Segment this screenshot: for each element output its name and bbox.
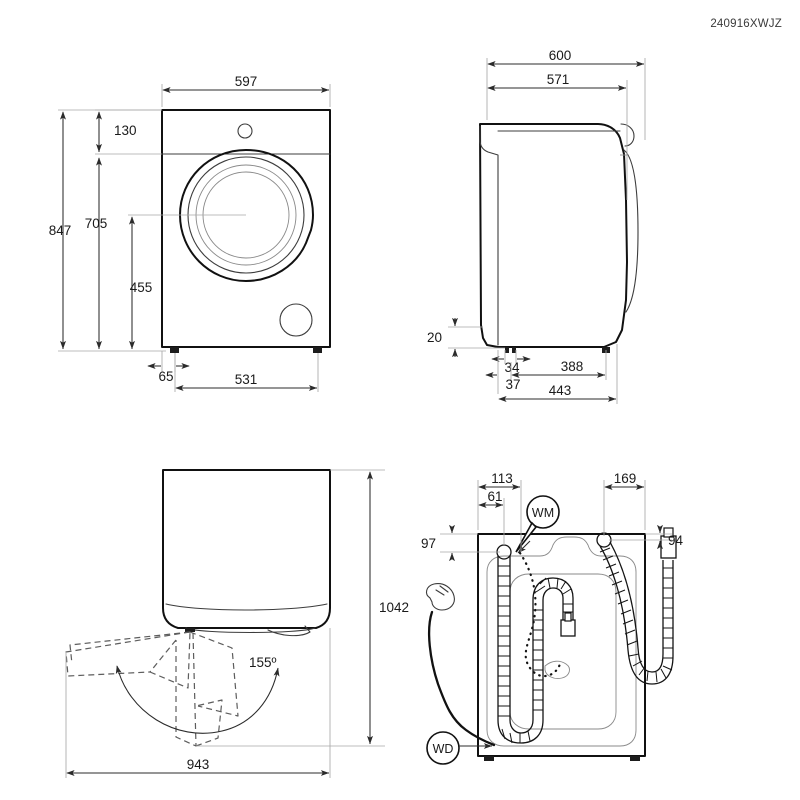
hose-routing-indicator [518, 551, 562, 678]
routing-end-marker [544, 660, 570, 679]
wm-callout-label: WM [532, 506, 554, 520]
dim-531-label: 531 [235, 372, 258, 387]
dim-34-label: 34 [504, 360, 520, 375]
door-open-outline-a [65, 631, 191, 677]
dim-97-label: 97 [421, 536, 436, 551]
dim-600-label: 600 [549, 48, 572, 63]
door-panel-lower [195, 699, 223, 747]
door-open-outline-c [149, 631, 191, 689]
wm-callout: WM [515, 495, 560, 554]
side-foot-front-a [505, 347, 509, 353]
dim-571-label: 571 [547, 72, 570, 87]
top-door-hinge [185, 628, 195, 632]
drain-hose [496, 544, 576, 744]
side-rear-panel-edge [479, 125, 499, 346]
door-open-outline-b [69, 631, 191, 665]
side-handle [620, 123, 635, 147]
wd-callout-label: WD [433, 742, 454, 756]
inlet-hose [596, 527, 677, 685]
door-closed-outline-vertical [175, 632, 197, 747]
rear-view: WM WD 113 61 169 [421, 471, 684, 765]
dim-113-label: 113 [491, 471, 513, 486]
front-view: 597 847 130 705 455 65 [49, 74, 331, 392]
top-front-edge-curve [165, 603, 328, 611]
front-cabinet-outline [161, 109, 331, 348]
door-edge-link [149, 639, 177, 673]
dim-130-label: 130 [114, 123, 137, 138]
front-filter-flap [279, 303, 313, 337]
side-door-bulge [623, 149, 639, 313]
wd-callout: WD [426, 731, 493, 765]
dim-443-label: 443 [549, 383, 572, 398]
side-foot-front-b [512, 347, 516, 353]
dim-65-label: 65 [158, 369, 173, 384]
door-swing-arc [115, 665, 280, 734]
control-knob-icon [237, 123, 253, 139]
door-swept-body [189, 631, 239, 717]
top-handle-detail [267, 625, 311, 637]
dim-705-label: 705 [85, 216, 108, 231]
front-door-outer [179, 149, 314, 282]
dim-847-label: 847 [49, 223, 72, 238]
top-view-door-swing: 155º 1042 943 [65, 469, 409, 778]
dim-angle-label: 155º [249, 655, 277, 670]
front-foot-left [170, 347, 179, 353]
dim-61-label: 61 [487, 489, 502, 504]
rear-panel-recess [509, 573, 617, 730]
dim-1042-label: 1042 [379, 600, 409, 615]
power-cord [425, 583, 496, 747]
dim-20-label: 20 [427, 330, 442, 345]
dim-943-label: 943 [187, 757, 210, 772]
front-foot-right [313, 347, 322, 353]
dim-37-label: 37 [505, 377, 520, 392]
dim-front-width-label: 597 [235, 74, 258, 89]
rear-foot-right [630, 756, 640, 761]
document-code: 240916XWJZ [710, 18, 782, 30]
rear-cabinet-outline [477, 533, 646, 757]
dim-169-label: 169 [614, 471, 637, 486]
dim-94-label: 94 [668, 533, 684, 548]
side-body-outline [479, 123, 628, 348]
plug-icon [425, 583, 455, 611]
rear-panel-inner-outline [486, 536, 637, 747]
side-view: 600 571 20 34 37 388 [427, 48, 646, 404]
top-body-outline [162, 469, 331, 629]
dim-388-label: 388 [561, 359, 584, 374]
rear-foot-left [484, 756, 494, 761]
dim-455-label: 455 [130, 280, 153, 295]
